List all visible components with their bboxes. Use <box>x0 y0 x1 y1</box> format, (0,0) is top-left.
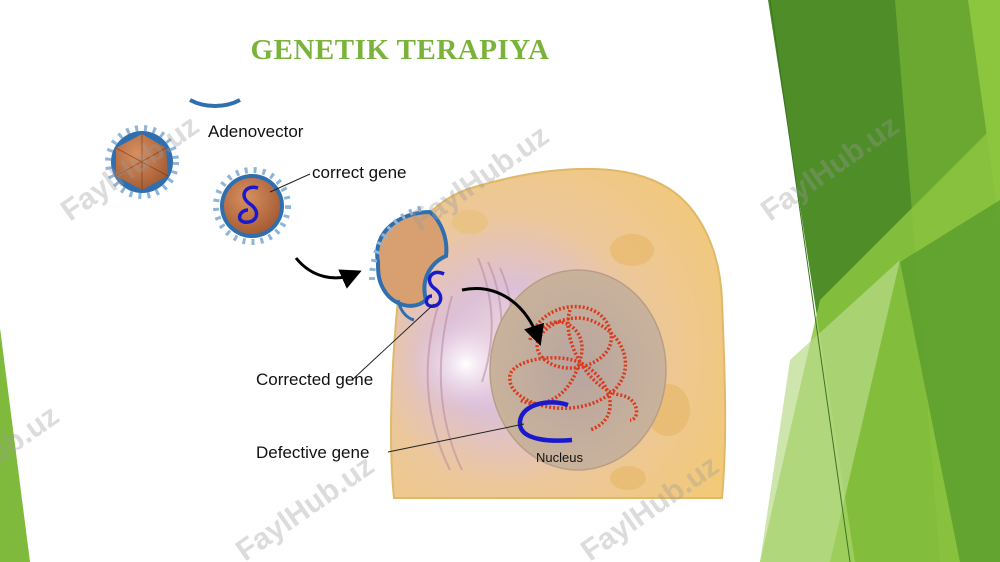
label-nucleus: Nucleus <box>536 450 583 465</box>
corrected-gene-strand <box>424 270 445 308</box>
watermark-text: FaylHub.uz <box>55 109 205 228</box>
watermark-text: FaylHub.uz <box>230 449 380 562</box>
label-adenovector: Adenovector <box>208 122 304 141</box>
decorative-left-triangle <box>0 328 30 562</box>
vector-with-correct-gene <box>213 167 291 245</box>
adenovector-virus <box>105 125 179 199</box>
label-corrected-gene: Corrected gene <box>256 370 373 389</box>
partial-vector-arc <box>189 98 241 108</box>
label-leader-lines <box>269 173 525 453</box>
decorative-green-shapes <box>760 0 1000 562</box>
arrow-to-nucleus <box>461 287 544 346</box>
arrow-to-cell <box>294 257 362 289</box>
label-defective-gene: Defective gene <box>256 443 369 462</box>
slide-title: GENETIK TERAPIYA <box>250 34 550 66</box>
label-correct-gene: correct gene <box>312 163 407 182</box>
dna-chromatin <box>508 304 639 432</box>
vector-entering-cell <box>369 205 449 322</box>
